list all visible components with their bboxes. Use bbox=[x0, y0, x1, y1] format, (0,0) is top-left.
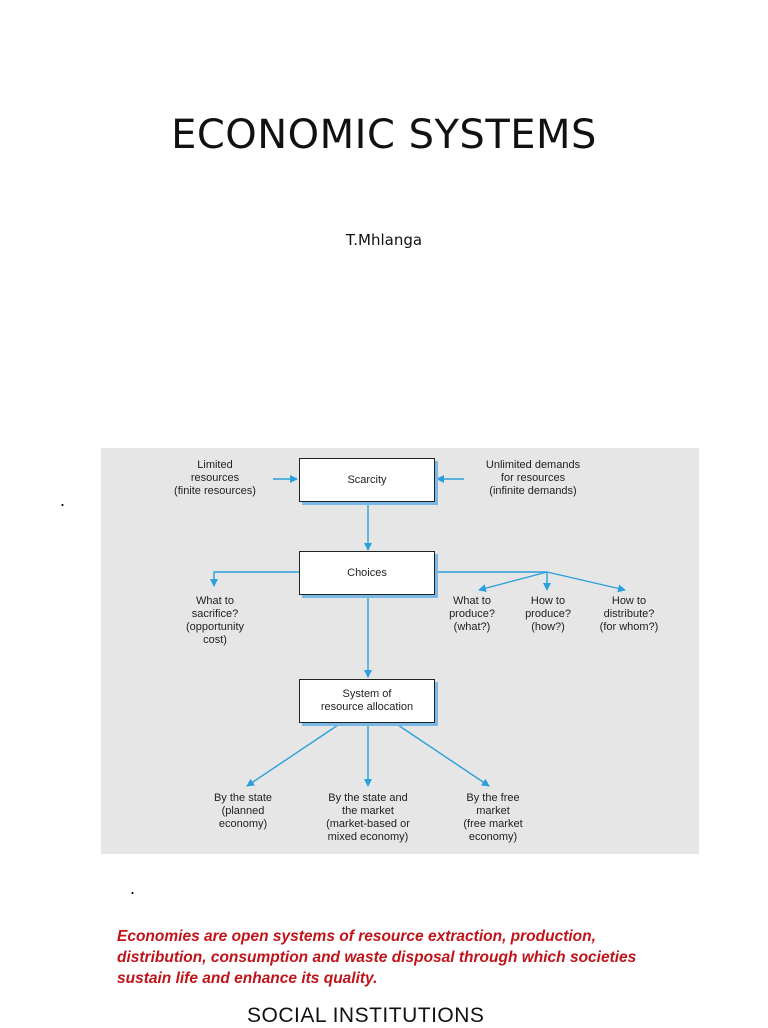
planned-economy-label: By the state (planned economy) bbox=[213, 792, 273, 830]
resource-allocation-box: System of resource allocation bbox=[299, 679, 435, 723]
choices-box: Choices bbox=[299, 551, 435, 595]
how-to-produce-label: How to produce? (how?) bbox=[525, 595, 571, 633]
limited-resources-label: Limited resources (finite resources) bbox=[174, 459, 256, 497]
bullet-dot: . bbox=[60, 490, 66, 510]
arrow-to-what-to-produce bbox=[478, 571, 548, 593]
economy-definition: Economies are open systems of resource e… bbox=[117, 928, 637, 987]
slide-title: ECONOMIC SYSTEMS bbox=[171, 112, 597, 158]
scarcity-box: Scarcity bbox=[299, 458, 435, 502]
arrow-to-how-to-distribute bbox=[546, 571, 626, 593]
unlimited-demands-label: Unlimited demands for resources (infinit… bbox=[485, 459, 581, 497]
how-to-distribute-label: How to distribute? (for whom?) bbox=[599, 595, 659, 633]
economic-problem-diagram: Scarcity Choices System of resource allo… bbox=[101, 448, 699, 854]
arrow-system-to-free-market bbox=[394, 722, 490, 787]
what-to-sacrifice-label: What to sacrifice? (opportunity cost) bbox=[185, 595, 245, 646]
what-to-produce-label: What to produce? (what?) bbox=[449, 595, 495, 633]
author-name: T.Mhlanga bbox=[345, 231, 423, 249]
diagram-connectors bbox=[210, 475, 626, 787]
mixed-economy-label: By the state and the market (market-base… bbox=[326, 792, 410, 843]
arrow-choices-to-sacrifice bbox=[210, 571, 299, 587]
social-institutions-heading: SOCIAL INSTITUTIONS bbox=[247, 1004, 485, 1027]
bullet-dot: . bbox=[130, 878, 136, 898]
resource-allocation-label: System of resource allocation bbox=[320, 688, 414, 713]
arrow-system-to-state bbox=[246, 722, 342, 787]
free-market-economy-label: By the free market (free market economy) bbox=[463, 792, 523, 843]
